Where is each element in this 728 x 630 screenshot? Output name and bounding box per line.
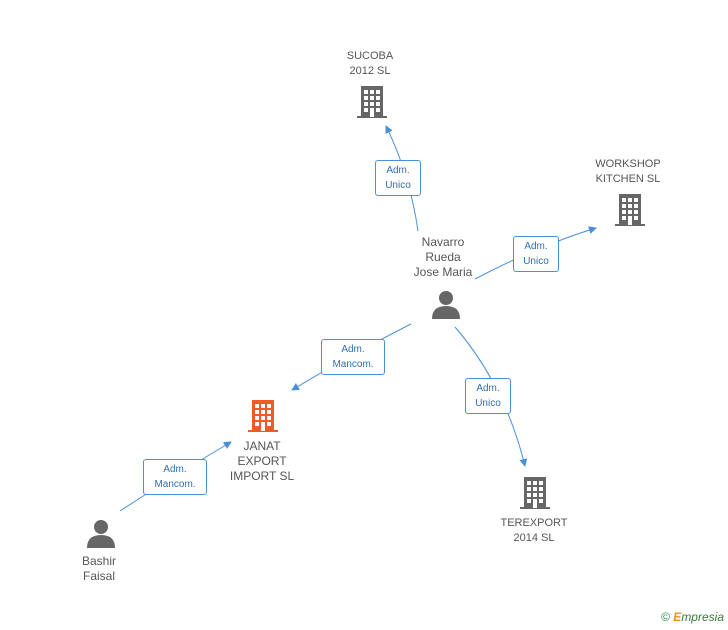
brand-logo-e: E [673,610,682,624]
edge-label-adm-unico: Adm. Unico [513,236,559,272]
building-icon[interactable] [356,84,388,120]
node-label-terexport[interactable]: TEREXPORT 2014 SL [500,517,568,544]
person-icon[interactable] [86,519,116,549]
edge-label-adm-unico: Adm. Unico [465,378,511,414]
node-label-janat-export[interactable]: JANAT EXPORT IMPORT SL [229,439,295,483]
person-icon[interactable] [431,290,461,320]
brand-logo-text: mpresia [681,610,724,624]
edge-label-adm-unico: Adm. Unico [375,160,421,196]
node-label-workshop-kitchen[interactable]: WORKSHOP KITCHEN SL [595,158,661,185]
edge-label-adm-mancom: Adm. Mancom. [321,339,385,375]
node-label-bashir-faisal[interactable]: Bashir Faisal [81,554,116,583]
copyright-notice: © Empresia [661,610,724,624]
node-label-navarro-rueda[interactable]: Navarro Rueda Jose Maria [413,235,473,279]
building-icon[interactable] [614,192,646,228]
node-label-sucoba[interactable]: SUCOBA 2012 SL [346,50,394,77]
copyright-icon: © [661,610,670,624]
building-icon[interactable] [519,475,551,511]
edge-label-adm-mancom: Adm. Mancom. [143,459,207,495]
building-icon[interactable] [247,398,279,434]
